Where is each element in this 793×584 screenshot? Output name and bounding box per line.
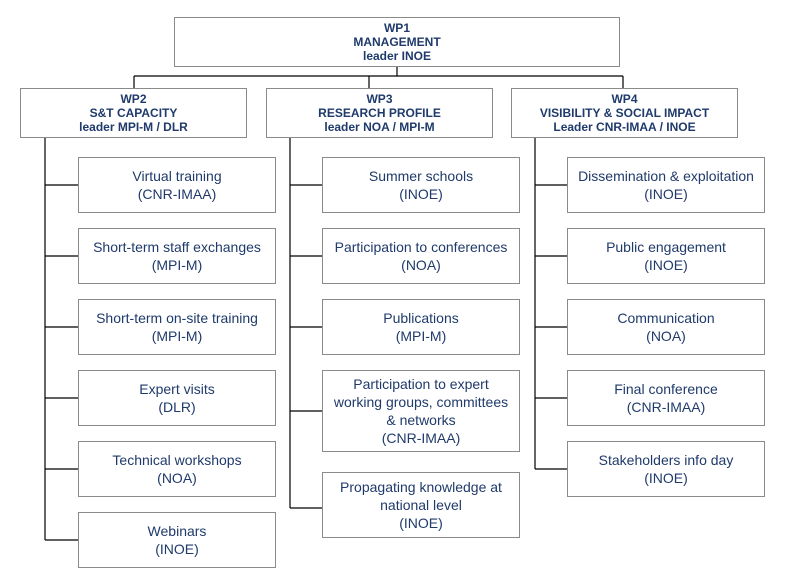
task-partner: (DLR) [158, 399, 196, 415]
task-partner: (INOE) [644, 470, 688, 486]
task-partner: (CNR-IMAA) [381, 430, 461, 446]
task-name: & networks [386, 412, 456, 428]
task-name: Participation to conferences [334, 239, 508, 255]
wp2-task-box: Technical workshops (NOA) [78, 441, 276, 497]
wp2-task-box: Short-term on-site training (MPI-M) [78, 299, 276, 355]
task-partner: (INOE) [399, 186, 443, 202]
task-partner: (MPI-M) [395, 328, 447, 344]
wp4-title: VISIBILITY & SOCIAL IMPACT [539, 106, 710, 120]
task-partner: (INOE) [155, 541, 199, 557]
wp2-box: WP2 S&T CAPACITY leader MPI-M / DLR [20, 88, 247, 138]
wp1-box: WP1 MANAGEMENT leader INOE [174, 17, 620, 67]
wp3-task-box: Publications (MPI-M) [322, 299, 520, 355]
task-partner: (INOE) [399, 515, 443, 531]
task-partner: (INOE) [644, 186, 688, 202]
task-name: Propagating knowledge at [340, 479, 502, 495]
wp4-task-box: Stakeholders info day (INOE) [567, 441, 765, 497]
task-name: working groups, committees [333, 394, 509, 410]
task-name: Public engagement [606, 239, 726, 255]
wp3-number: WP3 [366, 92, 393, 106]
task-partner: (CNR-IMAA) [626, 399, 706, 415]
task-name: national level [380, 497, 462, 513]
task-name: Expert visits [139, 381, 215, 397]
wp3-task-box: Summer schools (INOE) [322, 157, 520, 213]
wp1-title: MANAGEMENT [353, 35, 441, 49]
task-partner: (NOA) [157, 470, 197, 486]
task-name: Summer schools [368, 168, 474, 184]
task-partner: (NOA) [401, 257, 441, 273]
task-name: Final conference [614, 381, 718, 397]
wp3-task-box: Participation to conferences (NOA) [322, 228, 520, 284]
wp2-task-box: Virtual training (CNR-IMAA) [78, 157, 276, 213]
wp2-task-box: Webinars (INOE) [78, 512, 276, 568]
wp4-number: WP4 [611, 92, 638, 106]
task-name: Participation to expert [353, 376, 489, 392]
task-name: Short-term staff exchanges [93, 239, 261, 255]
task-name: Stakeholders info day [598, 452, 734, 468]
wp2-task-box: Expert visits (DLR) [78, 370, 276, 426]
task-name: Dissemination & exploitation [578, 168, 754, 184]
wp2-number: WP2 [120, 92, 147, 106]
task-partner: (CNR-IMAA) [137, 186, 217, 202]
task-name: Publications [383, 310, 459, 326]
wp4-task-box: Final conference (CNR-IMAA) [567, 370, 765, 426]
wp4-leader: Leader CNR-IMAA / INOE [553, 120, 696, 134]
task-partner: (NOA) [646, 328, 686, 344]
wp2-leader: leader MPI-M / DLR [79, 120, 188, 134]
wp3-box: WP3 RESEARCH PROFILE leader NOA / MPI-M [266, 88, 493, 138]
task-name: Communication [617, 310, 715, 326]
wp3-leader: leader NOA / MPI-M [324, 120, 435, 134]
task-name: Webinars [147, 523, 207, 539]
wp3-title: RESEARCH PROFILE [318, 106, 441, 120]
wp2-task-box: Short-term staff exchanges (MPI-M) [78, 228, 276, 284]
wp1-number: WP1 [383, 21, 410, 35]
task-name: Short-term on-site training [96, 310, 258, 326]
wp4-task-box: Communication (NOA) [567, 299, 765, 355]
wp1-leader: leader INOE [362, 49, 432, 63]
wp4-task-box: Public engagement (INOE) [567, 228, 765, 284]
wp4-box: WP4 VISIBILITY & SOCIAL IMPACT Leader CN… [511, 88, 738, 138]
task-partner: (MPI-M) [151, 328, 203, 344]
task-partner: (MPI-M) [151, 257, 203, 273]
wp3-task-box: Propagating knowledge at national level … [322, 472, 520, 538]
task-name: Technical workshops [112, 452, 242, 468]
wp3-task-box: Participation to expert working groups, … [322, 370, 520, 452]
task-partner: (INOE) [644, 257, 688, 273]
wp2-title: S&T CAPACITY [89, 106, 178, 120]
task-name: Virtual training [132, 168, 222, 184]
wp4-task-box: Dissemination & exploitation (INOE) [567, 157, 765, 213]
